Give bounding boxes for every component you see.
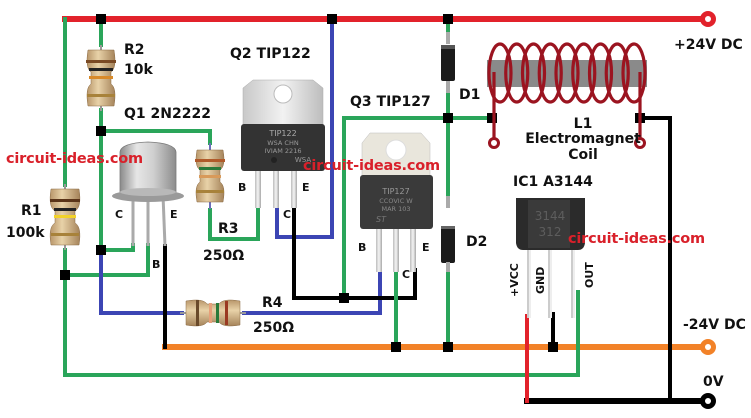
q2-marking-1: TIP122 [268, 129, 296, 138]
ic1-pin-vcc-label: +VCC [508, 263, 521, 297]
junction-dot [327, 14, 337, 24]
ic1-marking-2: 312 [539, 225, 562, 239]
ic1-pin-gnd-label: GND [534, 266, 547, 294]
junction-dot [548, 342, 558, 352]
ic1-marking-1: 3144 [535, 209, 566, 223]
q1-pin-c-label: C [115, 208, 124, 221]
junction-dot [443, 14, 453, 24]
diode-d1 [441, 32, 455, 93]
negative-supply-label: -24V DC [683, 317, 746, 333]
q3-marking-3: MAR 103 [381, 205, 410, 213]
green-wire-r3-q2-base [208, 204, 260, 241]
green-wire-q1-base [63, 243, 150, 277]
q3-label: Q3 TIP127 [350, 94, 431, 110]
terminal-positive[interactable] [700, 11, 716, 27]
r3-value-label: 250Ω [203, 248, 245, 264]
resistor-r4 [180, 299, 246, 327]
coil-terminal-right [634, 137, 646, 149]
junction-dot [391, 342, 401, 352]
q3-pin-c-label: C [402, 268, 411, 281]
d2-label: D2 [466, 234, 488, 250]
q1-label: Q1 2N2222 [124, 106, 211, 122]
black-wire-q2-q3 [292, 206, 417, 300]
resistor-r1 [49, 184, 81, 250]
q2-pin-e-label: E [302, 181, 310, 194]
q3-pin-b-label: B [358, 241, 367, 254]
coil-turn [571, 42, 597, 104]
junction-dot [443, 113, 453, 123]
junction-dot [443, 342, 453, 352]
junction-dot [339, 293, 349, 303]
q3-marking-2: CCOVIC W [379, 197, 413, 205]
black-wire-coil-ground [638, 116, 672, 403]
q3-marking-1: TIP127 [381, 187, 409, 196]
hall-sensor-ic1: 3144 312 [516, 198, 585, 318]
q2-pin-b-label: B [238, 181, 247, 194]
r4-value-label: 250Ω [253, 320, 295, 336]
q1-pin-e-label: E [170, 208, 178, 221]
junction-dot [60, 270, 70, 280]
coil-turn [621, 42, 647, 104]
coil-turn [487, 42, 513, 104]
r1-ref-label: R1 [21, 203, 42, 219]
ic1-pin-out-label: OUT [583, 262, 596, 288]
coil-turn [537, 42, 563, 104]
green-wire-r1-loop [63, 17, 580, 377]
blue-wire-q2-emitter [275, 17, 334, 239]
watermark-left: circuit-ideas.com [6, 151, 143, 167]
q3-pin-e-label: E [422, 241, 430, 254]
q2-label: Q2 TIP122 [230, 46, 311, 62]
q2-marking-4: WSA [295, 156, 311, 164]
terminal-ground[interactable] [700, 393, 716, 409]
junction-dot [96, 126, 106, 136]
watermark-center: circuit-ideas.com [303, 158, 440, 174]
coil-turn [520, 42, 547, 104]
d1-label: D1 [459, 87, 481, 103]
coil-turn [554, 42, 580, 104]
positive-supply-label: +24V DC [674, 37, 743, 53]
watermark-right: circuit-ideas.com [568, 231, 705, 247]
junction-dot [96, 14, 106, 24]
resistor-r3 [195, 143, 225, 209]
ic1-label: IC1 A3144 [513, 174, 593, 190]
transistor-q3: TIP127 CCOVIC W MAR 103 ST [360, 132, 433, 272]
r2-value-label: 10k [124, 62, 153, 78]
electromagnet-coil-l1 [487, 42, 647, 149]
r3-ref-label: R3 [218, 221, 239, 237]
q1-pin-b-label: B [152, 258, 161, 271]
coil-turn [504, 42, 530, 104]
l1-desc-line2: Coil [568, 147, 598, 163]
r2-ref-label: R2 [124, 42, 145, 58]
ground-supply-label: 0V [703, 374, 724, 390]
transistor-q2: TIP122 WSA CHN IVIAM 2216 WSA [241, 79, 325, 208]
green-wire-r3-top [99, 129, 212, 145]
coil-turn [604, 42, 630, 104]
junction-dot [96, 245, 106, 255]
junction-dot [487, 113, 497, 123]
green-wire-q3-top [342, 116, 494, 300]
r1-value-label: 100k [6, 225, 45, 241]
coil-turn [587, 42, 614, 104]
l1-ref-label: L1 [573, 116, 593, 132]
coil-terminal-left [488, 137, 500, 149]
q2-marking-3: IVIAM 2216 [265, 147, 302, 155]
q3-st-logo: ST [376, 215, 387, 224]
q2-pin-c-label: C [283, 208, 292, 221]
transistor-q1 [112, 141, 184, 247]
resistor-r2 [86, 45, 116, 111]
l1-desc-line1: Electromagnet [525, 131, 641, 147]
q2-marking-2: WSA CHN [267, 139, 299, 147]
terminal-negative[interactable] [700, 339, 716, 355]
wires [62, 16, 711, 404]
r4-ref-label: R4 [262, 295, 283, 311]
diode-d2 [441, 196, 455, 272]
blue-wire-r4 [99, 248, 382, 315]
junctions [60, 14, 645, 352]
